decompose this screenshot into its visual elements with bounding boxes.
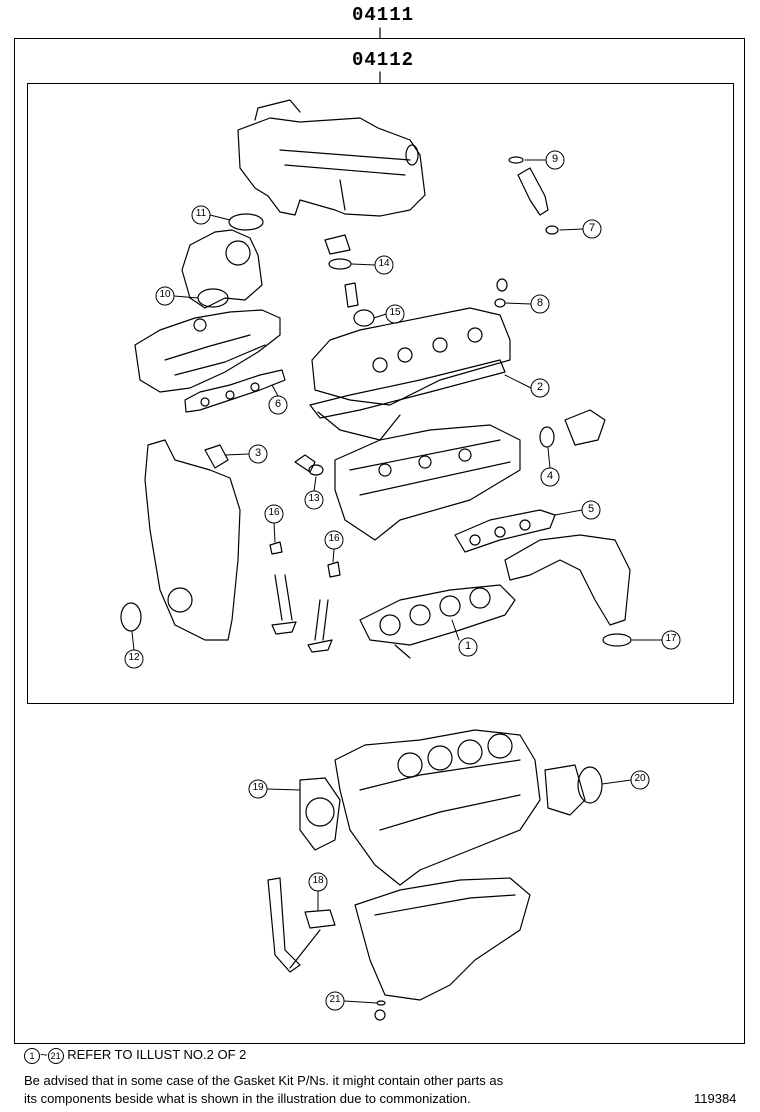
callout-6: 6 [274,398,282,410]
callout-8: 8 [536,297,544,309]
illustration-id: 119384 [694,1091,737,1106]
refer-note: 1~21 REFER TO ILLUST NO.2 OF 2 [24,1046,246,1064]
callout-16-upper: 16 [268,507,280,518]
callout-4: 4 [546,470,554,482]
callout-17: 17 [665,633,677,644]
callout-21: 21 [329,994,341,1005]
injector-drawing [494,156,559,308]
advice-line-2: its components beside what is shown in t… [24,1091,471,1106]
callout-12: 12 [128,652,140,663]
range-end-callout: 21 [47,1047,64,1064]
refer-text: REFER TO ILLUST NO.2 OF 2 [67,1047,247,1062]
callout-16-lower: 16 [328,533,340,544]
valves-drawing [269,541,341,653]
oil-strainer-drawing [267,877,336,973]
callout-19: 19 [252,782,264,793]
callout-1: 1 [464,640,472,652]
outer-kit-frame [14,38,745,1044]
callout-5: 5 [587,503,595,515]
oil-pan-drawing [354,877,531,1021]
rear-oil-seal-drawing [544,764,603,816]
inner-kit-frame [27,83,734,704]
callout-7: 7 [588,222,596,234]
water-pump-drawing [299,777,341,851]
cylinder-block-drawing [334,729,541,886]
intake-manifold-drawing [134,213,286,413]
range-start-callout: 1 [24,1047,40,1064]
callout-13: 13 [308,493,320,504]
advice-line-1: Be advised that in some case of the Gask… [24,1073,504,1088]
inner-part-number: 04112 [352,49,415,71]
callout-20: 20 [634,773,646,784]
callout-15: 15 [389,307,401,318]
timing-chain-cover-drawing [120,439,241,641]
callout-10: 10 [159,289,171,300]
callout-3: 3 [254,447,262,459]
engine-cover-drawing [237,99,426,217]
range-separator: ~ [40,1047,48,1062]
exhaust-manifold-drawing [454,409,632,647]
callout-11: 11 [195,208,207,219]
callout-leaders [124,150,681,1011]
callout-18: 18 [312,875,324,886]
outer-part-number: 04111 [352,4,415,26]
callout-14: 14 [378,258,390,269]
oil-filler-cap-drawing [324,234,375,327]
callout-2: 2 [536,381,544,393]
cylinder-head-gasket-drawing [359,584,516,659]
cylinder-head-drawing [294,424,521,541]
callout-9: 9 [551,153,559,165]
cylinder-head-cover-drawing [309,307,511,441]
